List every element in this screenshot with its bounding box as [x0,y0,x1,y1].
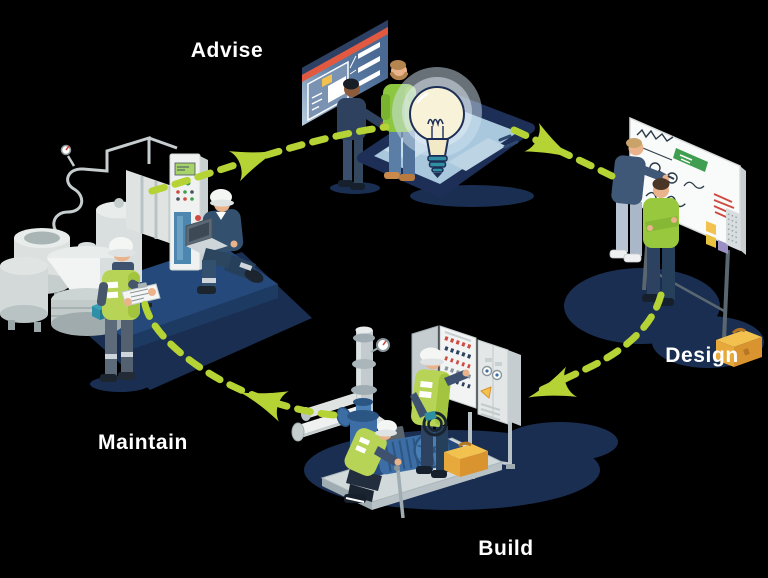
presentation-screen [302,20,388,126]
hard-hat-icon [420,347,442,363]
cycle-arrows [140,122,665,422]
laptop [185,217,228,254]
maintain-standing-worker-clipboard [90,237,161,392]
arrowhead-design-to-build [528,366,578,398]
toolbox [716,327,762,367]
build-standing-worker [410,347,470,478]
design-drawing-engineer [609,138,675,263]
arrowhead-advise-to-design [524,122,573,158]
stage-label-maintain: Maintain [98,431,188,454]
sticky-note-yellow [706,221,716,235]
lightbulb-icon [409,86,465,178]
hopper-tank-front [0,257,48,332]
control-cabinet [411,325,521,479]
advise-scene [302,20,535,207]
build-scene [291,325,618,519]
stage-label-design: Design [665,344,739,367]
coil-piping [52,135,178,240]
arrowhead-build-to-maintain [240,391,289,422]
maintain-kneeling-worker-laptop [185,189,264,294]
screen-accent-stripe [302,27,388,82]
stage-label-build: Build [478,537,534,560]
maintain-scene [0,135,312,392]
toolbox [444,441,488,477]
folder-icon [322,74,332,87]
wristwatch-icon [147,303,152,307]
warning-triangle-icon [480,386,492,399]
arrow-build-to-maintain [140,295,338,419]
tool-rod [396,469,405,519]
sticky-note-purple [718,240,728,254]
design-scene [564,116,764,368]
arrow-maintain-to-advise [148,123,390,195]
design-observer-engineer [642,178,679,306]
tower-display-screen [174,162,196,176]
build-kneeling-worker [344,420,402,503]
arrowhead-maintain-to-advise [228,150,278,182]
sticky-note-yellow [706,234,716,248]
stage-label-advise: Advise [190,39,264,62]
